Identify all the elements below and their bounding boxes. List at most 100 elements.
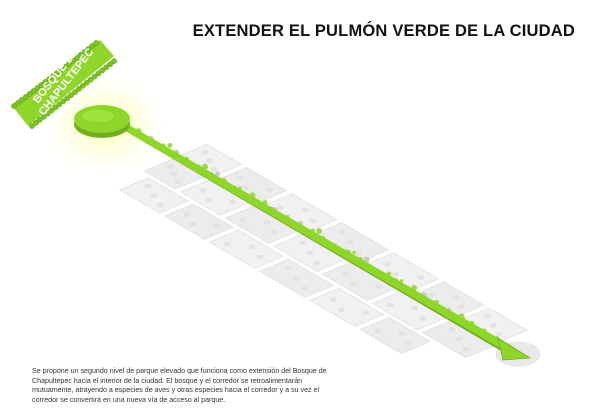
city-block (359, 317, 432, 355)
tree (352, 250, 356, 255)
forest-tree (77, 52, 84, 58)
city-block (163, 203, 234, 240)
building (347, 240, 354, 245)
building (229, 200, 236, 205)
forest-tree (42, 79, 49, 85)
city-block (309, 287, 385, 327)
building (256, 255, 263, 260)
forest-tree (26, 91, 33, 97)
forest-tree (11, 103, 17, 109)
building (210, 167, 217, 172)
forest-tree (61, 64, 68, 70)
building (276, 205, 283, 210)
forest-tree (46, 76, 53, 82)
tree (215, 171, 220, 177)
description-text: Se propone un segundo nivel de parque el… (32, 367, 327, 404)
building (355, 251, 362, 256)
forest-tree (91, 73, 98, 80)
forest-tree (29, 123, 35, 129)
building (301, 286, 308, 291)
building (299, 240, 306, 245)
building (330, 297, 337, 302)
forest-tree (30, 88, 37, 94)
building (201, 150, 208, 155)
tree (316, 228, 322, 234)
forest-tree (44, 110, 51, 117)
forest-tree (95, 70, 102, 77)
building (239, 217, 246, 222)
building (350, 281, 357, 286)
building (174, 179, 181, 184)
forest-tree (85, 46, 92, 52)
building (363, 310, 370, 315)
forest-tree (40, 113, 47, 120)
building (428, 293, 435, 298)
building (157, 202, 164, 207)
building (374, 328, 381, 333)
building (190, 222, 197, 227)
page-title: EXTENDER EL PULMÓN VERDE DE LA CIUDAD (192, 22, 575, 40)
building (339, 229, 346, 234)
building (397, 331, 404, 336)
building (236, 176, 243, 181)
building (448, 327, 455, 332)
forest-tree (99, 67, 106, 74)
building (264, 220, 271, 225)
forest-tree (72, 89, 78, 95)
arrow-head (497, 337, 532, 361)
forest-tree (103, 64, 110, 71)
forest-tree (60, 98, 67, 105)
building (392, 272, 399, 277)
building (455, 337, 462, 342)
forest-tree (69, 58, 76, 64)
building (384, 262, 391, 267)
building (457, 304, 464, 309)
building (342, 271, 349, 276)
building (417, 275, 424, 280)
forest-tree (34, 85, 41, 91)
forest-tree (89, 43, 96, 49)
building (199, 188, 206, 193)
forest-tree (33, 120, 39, 126)
building (206, 158, 213, 163)
bosque-band (11, 40, 117, 129)
building (144, 184, 151, 189)
forest-tree (65, 61, 72, 67)
forest-tree (68, 92, 74, 98)
building (167, 164, 174, 169)
building (490, 323, 497, 328)
forest-tree (93, 40, 99, 46)
forest-tree (18, 97, 25, 103)
building (419, 316, 426, 321)
forest-tree (73, 55, 80, 61)
building (375, 284, 382, 289)
forest-tree (81, 49, 88, 55)
building (213, 224, 220, 229)
building (338, 307, 345, 312)
tree (363, 256, 370, 263)
building (412, 306, 419, 311)
building (150, 193, 157, 198)
building (306, 250, 313, 255)
forest-tree (107, 61, 114, 68)
forest-tree (64, 95, 71, 102)
forest-tree (111, 58, 117, 64)
forest-tree (58, 67, 64, 73)
building (293, 276, 300, 281)
forest-tree (22, 94, 29, 100)
building (302, 208, 309, 213)
building (314, 260, 321, 265)
forest-tree (56, 101, 63, 108)
building (451, 295, 458, 300)
building (484, 314, 491, 319)
building (183, 212, 190, 217)
forest-tree (15, 100, 21, 106)
forest-tree (50, 73, 56, 79)
forest-tree (48, 107, 55, 114)
forest-tree (36, 116, 43, 123)
building (462, 347, 469, 352)
park-circle (74, 105, 130, 138)
forest-tree (83, 79, 90, 86)
green-corridor (103, 114, 515, 355)
